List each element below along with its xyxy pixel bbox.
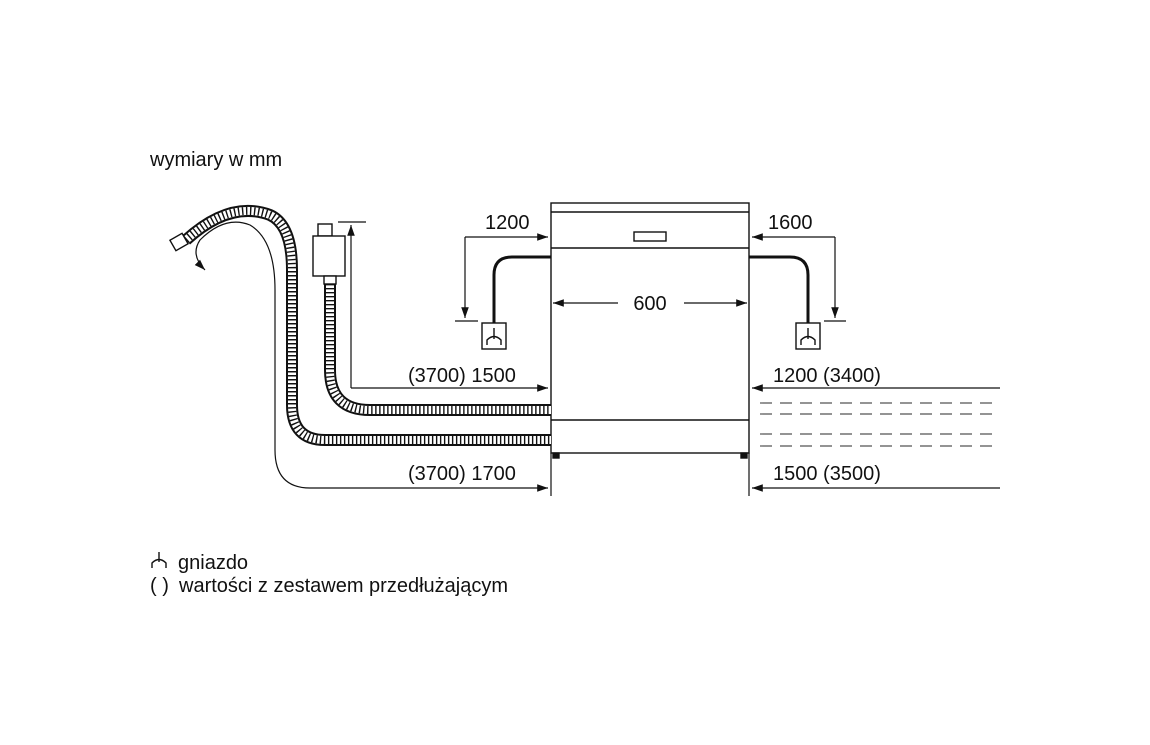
left-cable-label: 1200	[485, 212, 530, 234]
right-inlet-label: 1200 (3400)	[773, 365, 881, 387]
control-display	[633, 231, 667, 242]
right-drain-label: 1500 (3500)	[773, 463, 881, 485]
dishwasher-outline	[550, 202, 750, 459]
aquastop-valve-icon	[312, 223, 346, 285]
legend-bracket-symbol: ( )	[150, 575, 169, 597]
width-label: 600	[633, 293, 666, 315]
foot-left	[552, 452, 560, 459]
right-cable-dimension	[752, 233, 846, 322]
left-cable-dimension	[455, 233, 548, 322]
foot-right	[740, 452, 748, 459]
right-hose-dashes	[760, 402, 1000, 447]
units-title: wymiary w mm	[150, 149, 283, 171]
water-inlet-hose-icon	[324, 284, 551, 416]
inlet-hose-label: (3700) 1500	[408, 365, 516, 387]
drain-hose-label: (3700) 1700	[408, 463, 516, 485]
legend-bracket-label: wartości z zestawem przedłużającym	[179, 575, 508, 597]
drain-hose-dimension	[194, 221, 548, 492]
socket-icon	[795, 322, 821, 350]
socket-icon	[481, 322, 507, 350]
power-cable-right	[749, 255, 810, 323]
legend-socket-label: gniazdo	[178, 552, 249, 574]
socket-icon	[151, 552, 167, 568]
power-cable-left	[492, 255, 551, 323]
inlet-height-dimension	[338, 221, 548, 392]
right-cable-label: 1600	[768, 212, 813, 234]
